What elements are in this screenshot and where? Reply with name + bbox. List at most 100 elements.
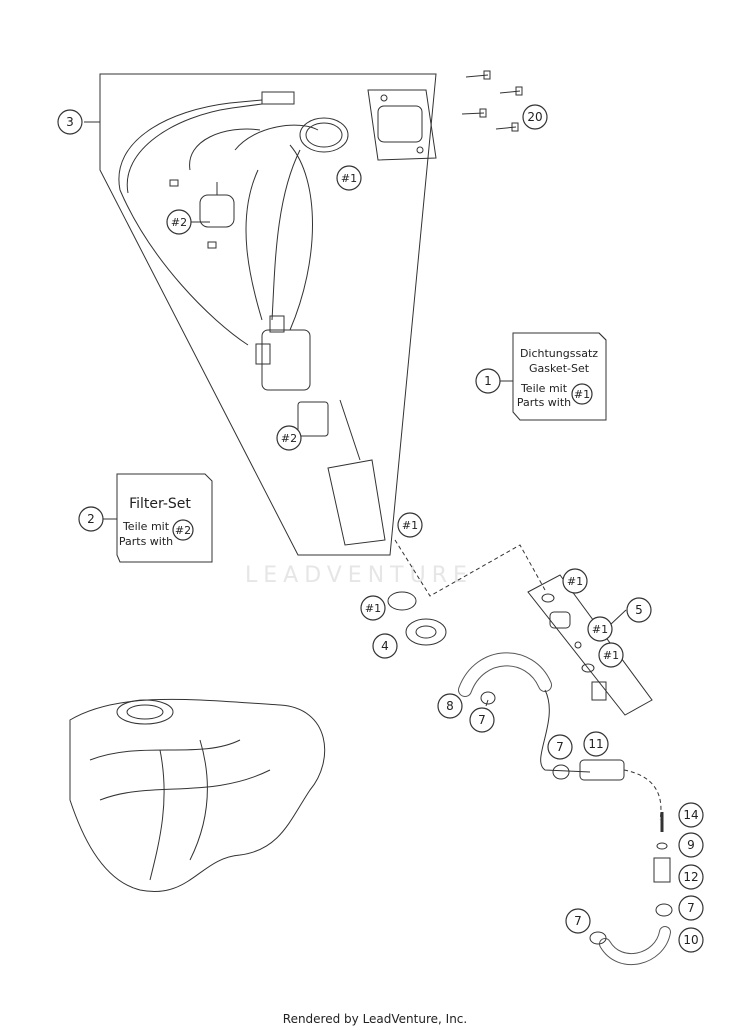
gasket-box-line-de: Teile mit	[520, 382, 568, 395]
quick-coupling-11	[579, 759, 625, 781]
callout-7-a-label: 7	[478, 713, 486, 727]
gasket-box-ref: #1	[574, 388, 590, 401]
callout-8	[437, 693, 463, 719]
hose-line	[540, 689, 591, 773]
callout-4	[372, 633, 398, 659]
pump-bracket	[255, 343, 271, 365]
callout-ref2-b-label: #2	[281, 432, 297, 445]
callout-7-c	[678, 895, 704, 921]
callout-2	[78, 506, 104, 532]
callout-7-c-label: 7	[687, 901, 695, 915]
filter-box-line-en: Parts with	[119, 535, 173, 548]
callout-5	[626, 597, 652, 623]
tank-filler-opening	[116, 699, 174, 725]
hose-mid	[245, 169, 263, 321]
strainer	[297, 401, 329, 437]
callout-10-label: 10	[683, 933, 698, 947]
hose-clamp-7b	[552, 764, 570, 780]
filter-box-ref: #2	[175, 524, 191, 537]
callout-20-label: 20	[527, 110, 542, 124]
callout-8-label: 8	[446, 699, 454, 713]
callout-7-b	[547, 734, 573, 760]
seal-ring	[299, 117, 349, 153]
gasket-box-line-en: Parts with	[517, 396, 571, 409]
callout-ref1-d	[360, 595, 386, 621]
seal-ring-inner	[305, 122, 343, 148]
callout-ref1-e-label: #1	[592, 623, 608, 636]
callout-7-d-label: 7	[574, 914, 582, 928]
callout-ref1-c	[562, 568, 588, 594]
callout-ref2-b	[276, 425, 302, 451]
hose-right-2	[289, 144, 313, 331]
callout-3	[57, 109, 83, 135]
callout-ref1-d-label: #1	[365, 602, 381, 615]
hose-left	[119, 189, 249, 346]
callout-9	[678, 832, 704, 858]
callout-1	[475, 368, 501, 394]
pump-flange	[367, 89, 437, 161]
flange-bolt-hole	[380, 94, 388, 102]
hose-top-2	[234, 124, 319, 151]
filter-clip-2	[207, 241, 217, 249]
callout-1-label: 1	[484, 374, 492, 388]
leadventure-watermark: LEADVENTURE	[245, 563, 473, 588]
valve-block-outline	[527, 574, 653, 716]
filter-box-line-de: Teile mit	[122, 520, 170, 533]
callout-20	[522, 104, 548, 130]
callout-ref1-b-label: #1	[402, 519, 418, 532]
callout-ref1-a	[336, 165, 362, 191]
quick-connector	[549, 611, 571, 629]
callout-12	[678, 864, 704, 890]
gasket-box-title-en: Gasket-Set	[529, 362, 590, 375]
callout-ref1-e	[587, 616, 613, 642]
callout-7-d	[565, 908, 591, 934]
pump-flange-body	[377, 105, 423, 143]
o-ring-9	[656, 842, 668, 850]
filter-clip	[169, 179, 179, 187]
hose-clamp-7d	[589, 931, 607, 945]
callout-7-a	[469, 707, 495, 733]
connector-fitting	[591, 681, 607, 701]
filter-set-box	[116, 473, 213, 563]
callout-3-label: 3	[66, 115, 74, 129]
fuel-pump-body	[261, 329, 311, 391]
callout-ref1-b	[397, 512, 423, 538]
footer-credit: Rendered by LeadVenture, Inc.	[282, 1012, 468, 1026]
wire-harness-2	[126, 103, 263, 194]
callout-11	[583, 731, 609, 757]
leader-line-5	[609, 609, 627, 626]
callout-ref2-a	[166, 209, 192, 235]
callout-ref2-a-label: #2	[171, 216, 187, 229]
pump-rod	[339, 399, 361, 461]
callout-12-label: 12	[683, 870, 698, 884]
callout-9-label: 9	[687, 838, 695, 852]
callout-ref1-f-label: #1	[603, 649, 619, 662]
callout-ref1-a-label: #1	[341, 172, 357, 185]
flange-bolt-hole	[416, 146, 424, 154]
callout-2-label: 2	[87, 512, 95, 526]
pump-outlet	[269, 315, 285, 333]
callout-ref2-box	[172, 519, 194, 541]
callout-ref1-f	[598, 642, 624, 668]
callout-ref1-box	[571, 383, 593, 405]
o-ring	[387, 591, 417, 611]
fuel-pump-assembly-outline	[99, 73, 437, 556]
callout-4-label: 4	[381, 639, 389, 653]
wire-connector	[261, 91, 295, 105]
filter-box-title: Filter-Set	[129, 496, 191, 512]
pre-filter	[327, 459, 386, 546]
fuel-tank	[69, 698, 326, 892]
wire-harness	[118, 99, 263, 191]
dashed-leader-pump-to-valve	[394, 539, 546, 597]
screws-20	[461, 70, 523, 132]
callout-14-label: 14	[683, 808, 698, 822]
hose-clamp-7	[480, 691, 496, 705]
gasket-washer-inner	[415, 625, 437, 639]
callout-5-label: 5	[635, 603, 643, 617]
callout-ref1-c-label: #1	[567, 575, 583, 588]
nipple-12	[653, 857, 671, 883]
hose-right	[271, 149, 301, 321]
gasket-washer	[405, 618, 447, 646]
hose-top	[189, 128, 261, 171]
